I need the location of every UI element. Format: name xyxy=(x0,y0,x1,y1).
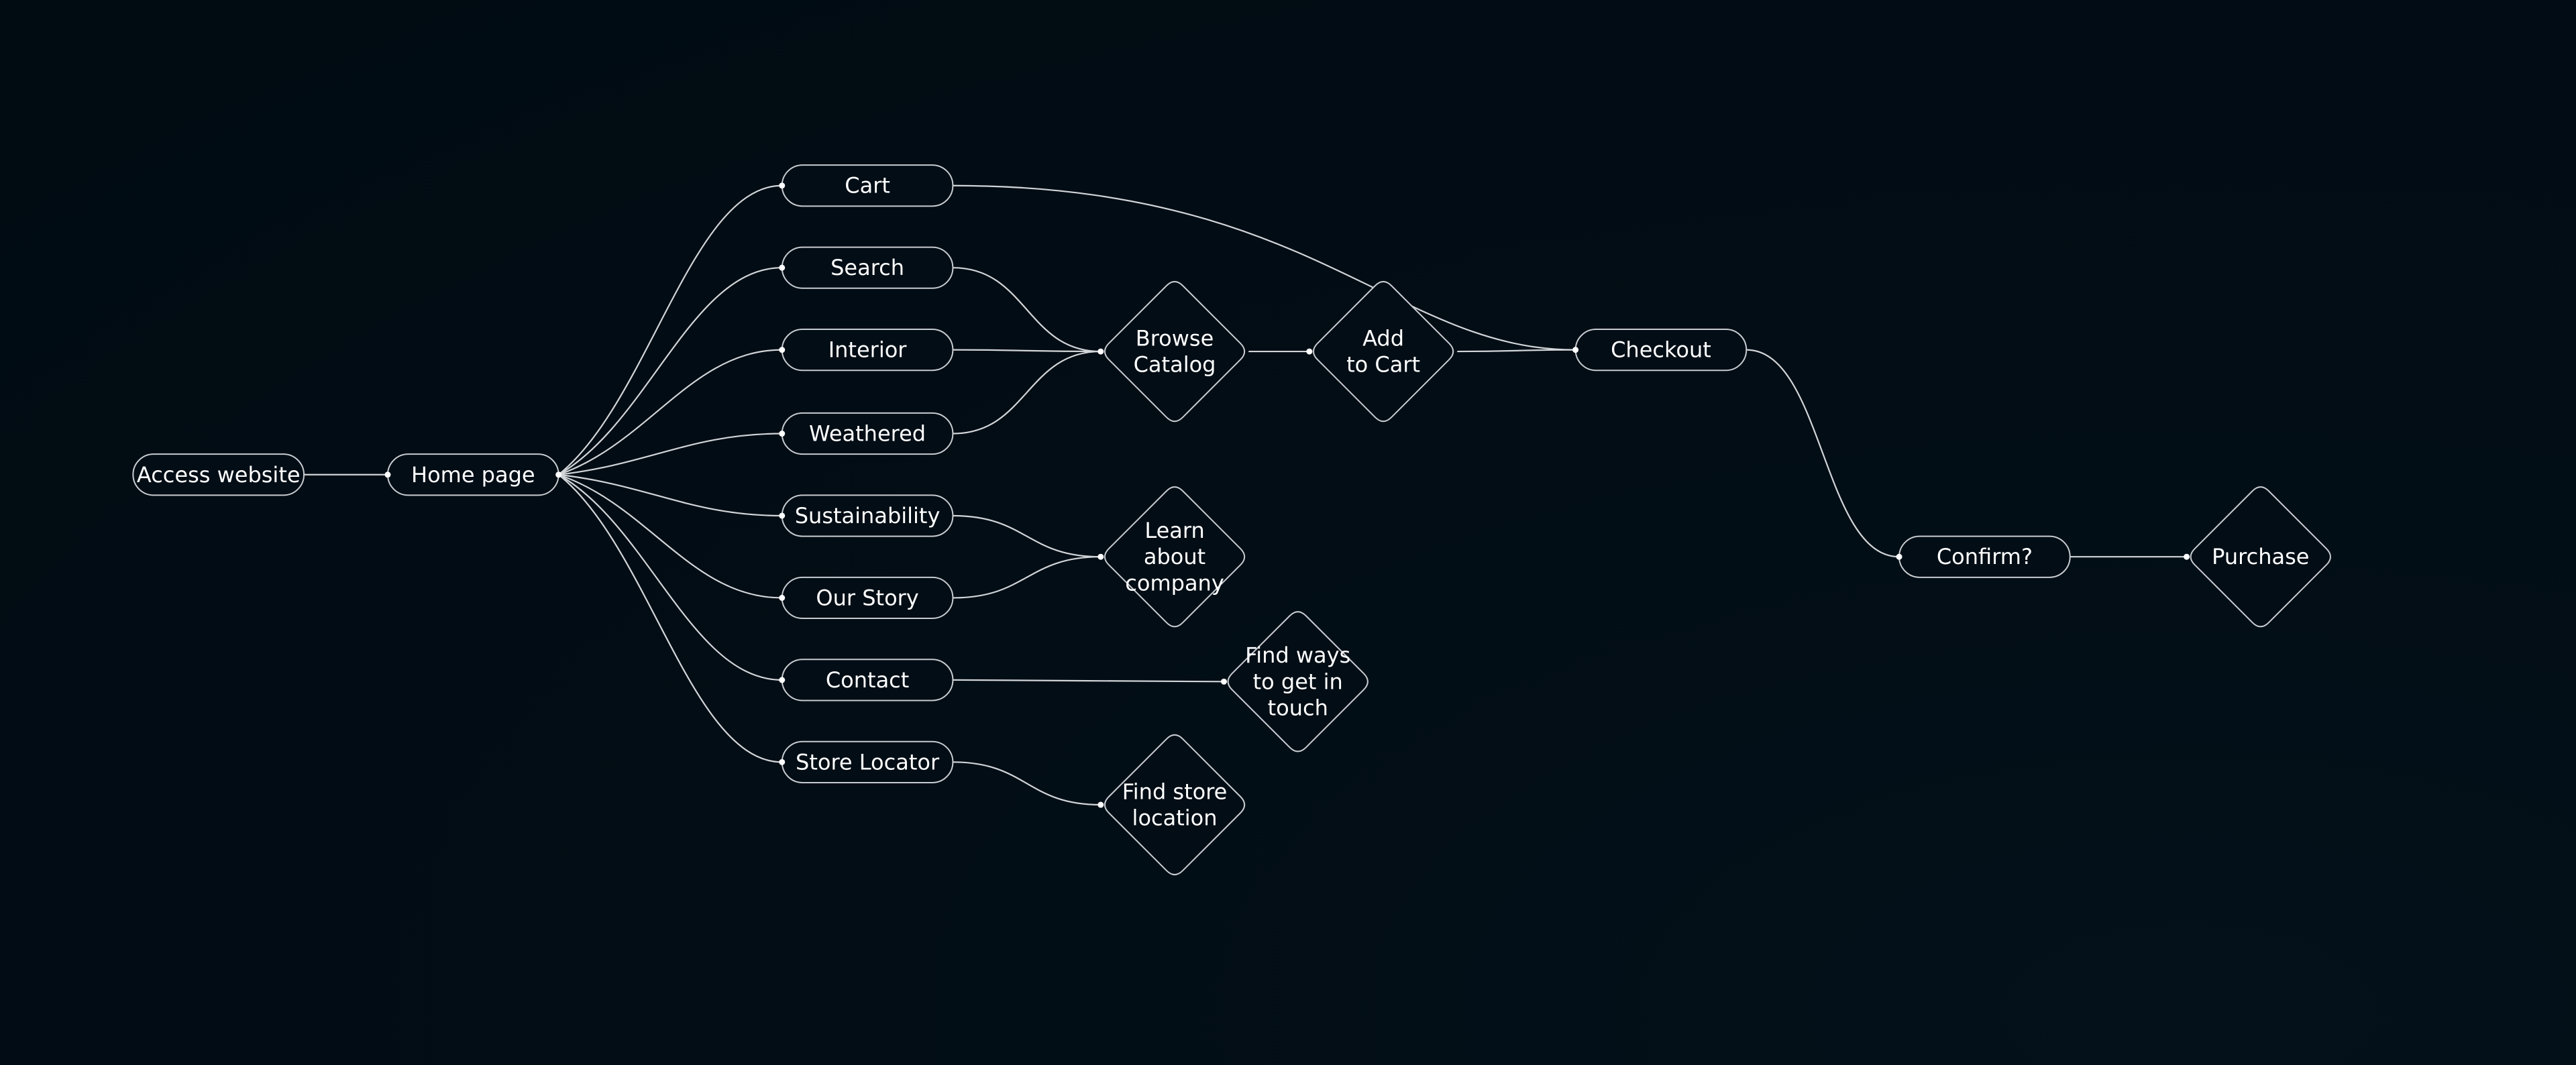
nodes-layer: Access website Home page CartSearchInterio… xyxy=(132,164,2331,876)
port-in-learn xyxy=(1097,553,1104,560)
node-access-label-0: Access website xyxy=(137,462,301,488)
node-findstore-label-0: Find store xyxy=(1122,779,1228,804)
port-in-findways xyxy=(1221,678,1228,685)
port-in-contact xyxy=(779,677,786,683)
node-browse-label-1: Catalog xyxy=(1134,352,1216,378)
node-search-label-0: Search xyxy=(830,255,904,280)
port-in-sustainability xyxy=(779,512,786,519)
node-interior[interactable]: Interior xyxy=(781,329,954,372)
node-cart[interactable]: Cart xyxy=(781,164,954,207)
node-addcart-label-0: Add xyxy=(1362,325,1404,351)
edge-addcart-checkout xyxy=(1457,349,1576,353)
node-purchase-label-0: Purchase xyxy=(2212,544,2309,569)
node-addcart-diamond xyxy=(1312,280,1454,423)
node-confirm[interactable]: Confirm? xyxy=(1898,535,2071,578)
node-weathered[interactable]: Weathered xyxy=(781,412,954,455)
node-cart-label-0: Cart xyxy=(845,173,890,199)
node-contact-label-0: Contact xyxy=(826,667,910,693)
edge-storelocator-findstore xyxy=(953,761,1101,806)
port-in-ourstory xyxy=(779,594,786,601)
edge-interior-browse xyxy=(953,349,1101,353)
node-findstore-diamond xyxy=(1104,734,1246,876)
node-browse-label-0: Browse xyxy=(1136,325,1214,351)
node-contact[interactable]: Contact xyxy=(781,659,954,702)
port-out-home xyxy=(555,471,562,478)
edge-home-interior xyxy=(558,349,782,475)
port-in-findstore xyxy=(1097,801,1104,808)
edge-home-weathered xyxy=(558,433,782,475)
edge-ourstory-learn xyxy=(953,556,1101,599)
edge-home-contact xyxy=(558,473,782,681)
edge-contact-findways xyxy=(953,679,1224,683)
node-home[interactable]: Home page xyxy=(386,453,559,496)
node-findways-label-0: Find ways xyxy=(1245,642,1350,668)
edge-home-sustainability xyxy=(558,473,782,517)
port-in-weathered xyxy=(779,431,786,437)
port-in-storelocator xyxy=(779,759,786,765)
port-in-purchase xyxy=(2184,553,2190,560)
node-learn-label-1: about xyxy=(1144,544,1205,569)
port-in-addcart xyxy=(1306,348,1313,355)
node-storelocator-label-0: Store Locator xyxy=(796,749,940,775)
node-ourstory-label-0: Our Story xyxy=(816,585,918,610)
edges-layer xyxy=(304,184,2187,806)
node-findstore-label-1: location xyxy=(1132,805,1218,831)
port-in-search xyxy=(779,264,786,271)
node-home-label-0: Home page xyxy=(411,462,535,488)
node-checkout[interactable]: Checkout xyxy=(1574,329,1748,372)
node-learn-label-0: Learn xyxy=(1144,518,1204,543)
node-storelocator[interactable]: Store Locator xyxy=(781,740,954,783)
node-confirm-label-0: Confirm? xyxy=(1937,544,2033,569)
node-browse-diamond xyxy=(1104,280,1246,423)
node-access-pill xyxy=(132,453,305,496)
port-in-confirm xyxy=(1896,553,1902,560)
port-in-cart xyxy=(779,182,786,189)
edge-home-storelocator xyxy=(557,473,782,763)
edge-weathered-browse xyxy=(953,350,1101,435)
edge-home-cart xyxy=(557,184,782,475)
edge-home-search xyxy=(558,267,782,475)
edge-checkout-confirm xyxy=(1746,349,1900,558)
edge-search-browse xyxy=(953,267,1101,353)
node-sustainability[interactable]: Sustainability xyxy=(781,494,954,537)
node-interior-label-0: Interior xyxy=(828,337,908,363)
node-access[interactable]: Access website xyxy=(132,453,305,496)
node-findways-label-1: to get in xyxy=(1253,669,1343,694)
edge-sustainability-learn xyxy=(953,514,1101,558)
node-sustainability-label-0: Sustainability xyxy=(795,503,941,528)
node-search[interactable]: Search xyxy=(781,246,954,289)
edge-home-ourstory xyxy=(558,473,782,599)
node-weathered-label-0: Weathered xyxy=(809,421,926,447)
edge-cart-checkout xyxy=(953,184,1576,351)
port-in-interior xyxy=(779,347,786,353)
node-learn-diamond xyxy=(1104,486,1246,628)
port-in-checkout xyxy=(1572,347,1579,353)
port-in-browse xyxy=(1097,348,1104,355)
node-ourstory[interactable]: Our Story xyxy=(781,576,954,620)
node-addcart-label-1: to Cart xyxy=(1346,352,1420,378)
node-checkout-label-0: Checkout xyxy=(1611,337,1711,363)
port-in-home xyxy=(384,471,391,478)
node-findways-diamond xyxy=(1227,611,1368,752)
node-purchase[interactable]: Purchase xyxy=(2190,486,2331,628)
node-findways-label-2: touch xyxy=(1268,695,1328,721)
node-purchase-diamond xyxy=(2190,486,2331,628)
node-learn-label-2: company xyxy=(1125,570,1224,596)
